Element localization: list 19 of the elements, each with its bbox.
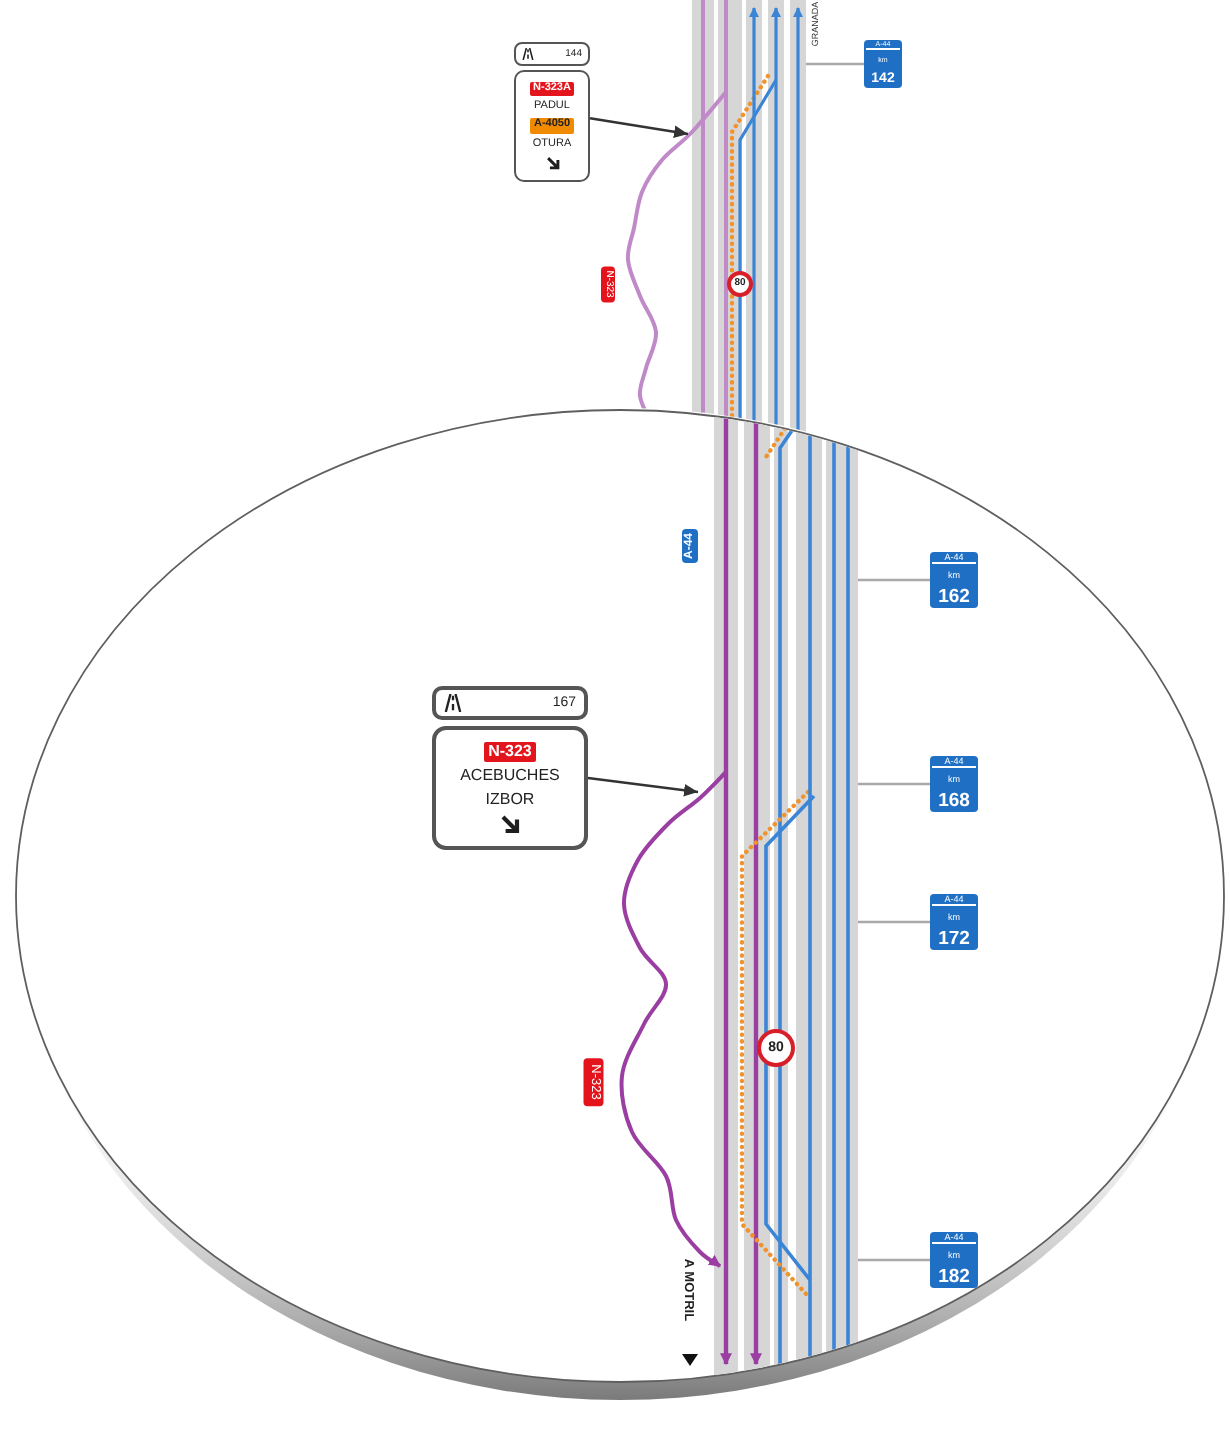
leader-line — [858, 1258, 930, 1262]
destination-name: ACEBUCHES — [460, 768, 560, 785]
kilometre-number: 182 — [938, 1267, 970, 1286]
destination-name: IZBOR — [485, 791, 535, 808]
kilometre-sign — [864, 40, 902, 88]
kilometre-number: 168 — [938, 791, 970, 810]
leader-arrow — [587, 776, 699, 797]
kilometre-sign — [930, 552, 978, 608]
kilometre-sign — [930, 1232, 978, 1288]
kilometre-sign — [930, 756, 978, 812]
leader-arrow — [589, 117, 689, 138]
road-number-shield: N-323 — [484, 742, 536, 763]
kilometre-sign — [930, 894, 978, 950]
leader-line — [858, 920, 930, 924]
kilometre-number: 162 — [938, 587, 970, 606]
leader-line — [806, 62, 864, 66]
leader-line — [858, 782, 930, 786]
kilometre-number: 172 — [938, 929, 970, 948]
leader-line — [858, 578, 930, 582]
